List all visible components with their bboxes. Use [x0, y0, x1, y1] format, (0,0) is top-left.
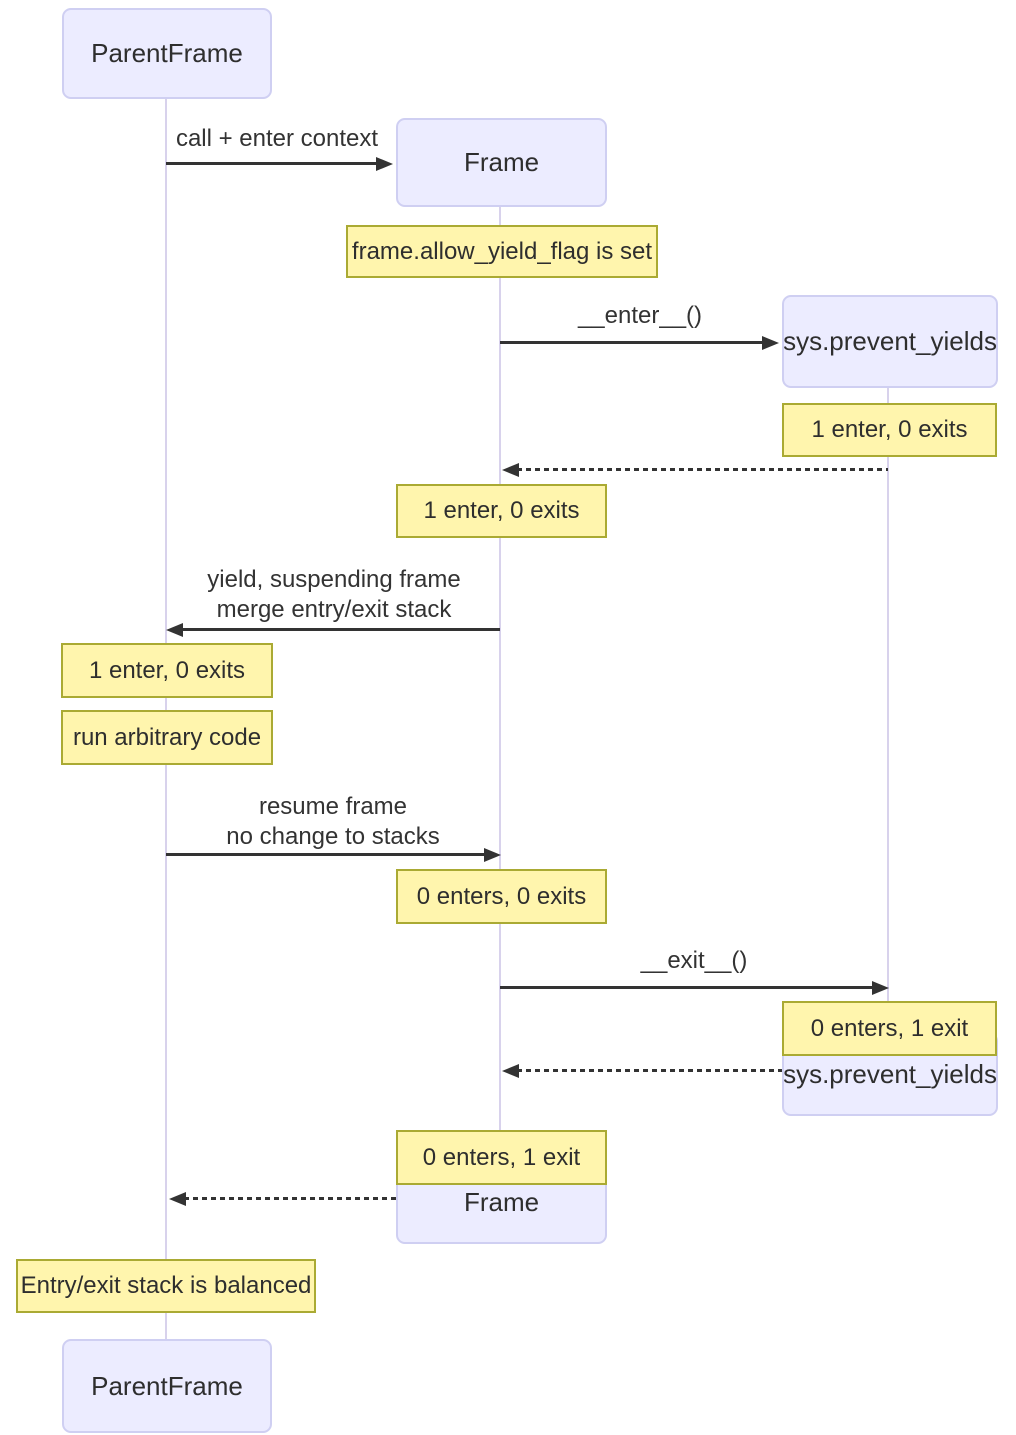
return-line-enter	[517, 468, 888, 471]
message-label-enter: __enter__()	[577, 302, 703, 329]
arrowhead-return-enter	[502, 463, 519, 477]
message-label-yield: yield, suspending frame merge entry/exit …	[207, 565, 460, 625]
message-label-resume-line2: no change to stacks	[226, 823, 440, 850]
arrowhead-enter	[762, 336, 779, 350]
lifeline-frame	[499, 207, 501, 1185]
message-line-yield	[182, 628, 500, 631]
message-line-exit	[500, 986, 874, 989]
note-sys-exit-count: 0 enters, 1 exit	[782, 1001, 997, 1056]
lifeline-sys-prevent-yields	[887, 388, 889, 1056]
message-label-resume: resume frame no change to stacks	[226, 792, 439, 852]
message-label-yield-line2: merge entry/exit stack	[216, 596, 452, 623]
arrowhead-return-frame-end	[169, 1192, 186, 1206]
arrowhead-call-enter-context	[376, 157, 393, 171]
message-line-resume	[166, 853, 486, 856]
note-frame-resume-count: 0 enters, 0 exits	[396, 869, 607, 924]
message-label-resume-line1: resume frame	[258, 793, 408, 820]
participant-frame-top: Frame	[396, 118, 607, 207]
arrowhead-resume	[484, 848, 501, 862]
note-frame-exit-count: 0 enters, 1 exit	[396, 1130, 607, 1185]
note-run-arbitrary-code: run arbitrary code	[61, 710, 273, 765]
return-line-frame-end	[184, 1197, 396, 1200]
arrowhead-exit	[872, 981, 889, 995]
note-parent-enter-count: 1 enter, 0 exits	[61, 643, 273, 698]
note-frame-enter-count: 1 enter, 0 exits	[396, 484, 607, 538]
participant-parentframe-end: ParentFrame	[62, 1339, 272, 1433]
participant-parentframe-top: ParentFrame	[62, 8, 272, 99]
message-label-call-enter-context: call + enter context	[175, 125, 379, 152]
message-label-yield-line1: yield, suspending frame	[207, 566, 461, 593]
note-allow-yield-flag: frame.allow_yield_flag is set	[346, 225, 658, 278]
note-stack-balanced: Entry/exit stack is balanced	[16, 1259, 316, 1313]
message-line-enter	[500, 341, 764, 344]
message-label-exit: __exit__()	[640, 947, 748, 974]
message-line-call-enter-context	[166, 162, 378, 165]
return-line-exit	[517, 1069, 782, 1072]
note-sys-enter-count: 1 enter, 0 exits	[782, 403, 997, 457]
arrowhead-return-exit	[502, 1064, 519, 1078]
participant-sys-prevent-yields-top: sys.prevent_yields	[782, 295, 998, 388]
arrowhead-yield	[166, 623, 183, 637]
